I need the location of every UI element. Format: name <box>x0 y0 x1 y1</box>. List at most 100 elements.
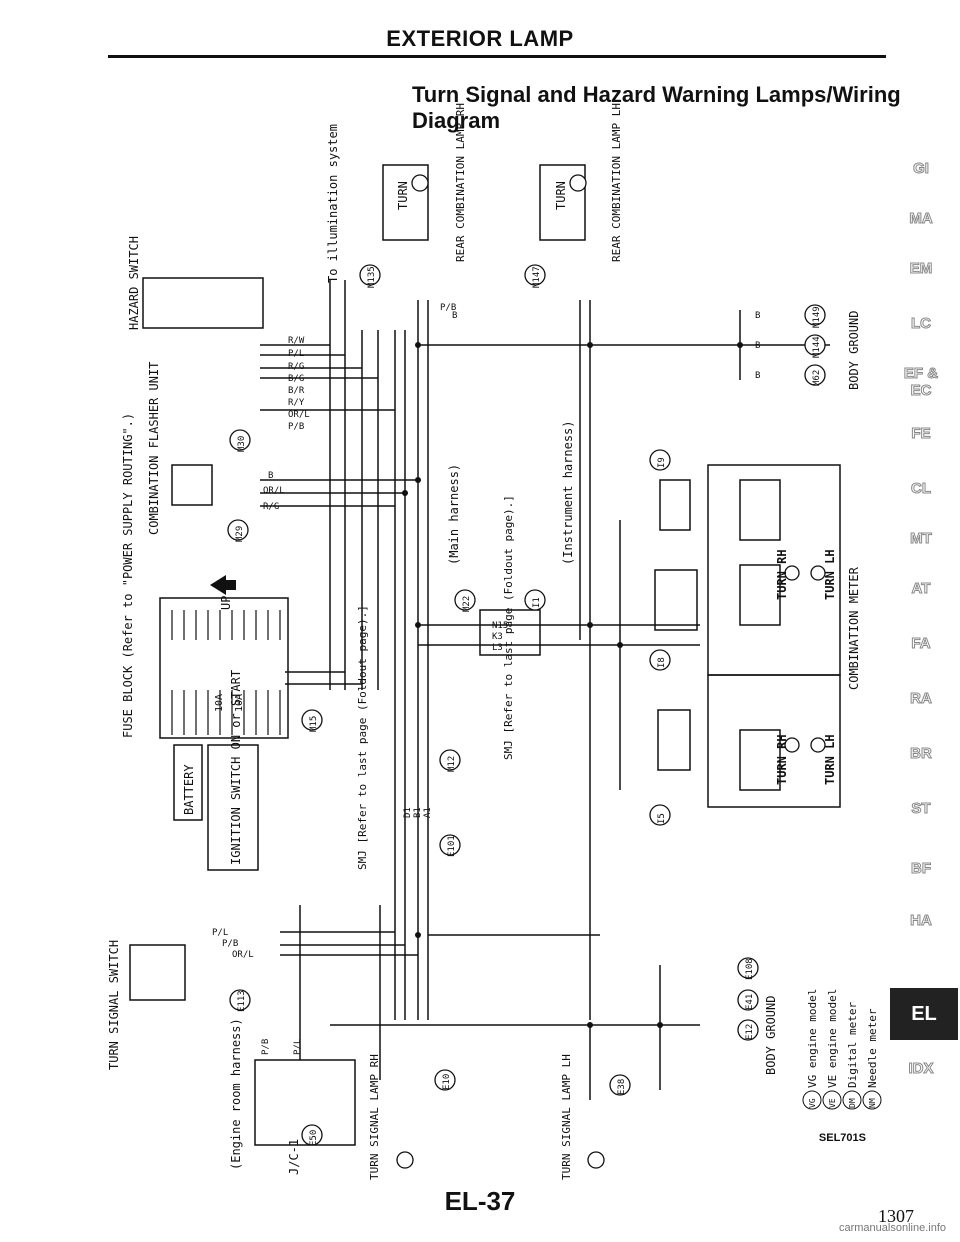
wire-rg-2: R/G <box>263 502 279 512</box>
wire-pl-3: P/L <box>293 1039 303 1055</box>
connector-e12: E12 <box>745 1024 755 1040</box>
engine-room-harness-label: (Engine room harness) <box>229 1018 243 1170</box>
fuse-10a-label-2: 10A <box>234 694 245 712</box>
wire-b-1: B <box>268 471 273 481</box>
wire-a1: A1 <box>423 807 433 818</box>
connector-labels: M135 M147 M30 M29 M149 M144 M62 I9 M22 I… <box>235 266 822 1146</box>
wire-b-gnd2: B <box>755 341 760 351</box>
wire-br: B/R <box>288 386 305 396</box>
connector-e101: E101 <box>447 835 457 857</box>
fuse-ladder <box>171 610 281 735</box>
index-tab-fa[interactable]: FA <box>911 635 931 653</box>
connector-m22: M22 <box>462 596 472 612</box>
wire-n15: N15 <box>492 621 508 631</box>
connector-m29: M29 <box>235 526 245 542</box>
connector-e41: E41 <box>745 994 755 1010</box>
connector-i5: I5 <box>657 813 667 824</box>
turn-lh-meter-2: TURN LH <box>823 734 837 785</box>
index-tab-br[interactable]: BR <box>910 745 933 763</box>
turn-rh-meter-1: TURN RH <box>775 549 789 600</box>
connector-i8: I8 <box>657 657 667 668</box>
connector-m135: M135 <box>367 266 377 288</box>
hazard-switch-label: HAZARD SWITCH <box>127 236 141 330</box>
index-tab-ra[interactable]: RA <box>910 690 933 708</box>
wire-orl-3: OR/L <box>232 950 254 960</box>
legend-dm-text: Digital meter <box>846 1002 859 1088</box>
connector-m15: M15 <box>309 716 319 732</box>
legend: VG VG engine model VE VE engine model DM… <box>802 989 882 1110</box>
wire-b-rh: B <box>452 311 457 321</box>
wire-b-gnd3: B <box>755 371 760 381</box>
connector-e38: E38 <box>617 1079 627 1095</box>
connector-circles <box>227 264 826 1146</box>
index-tab-ec[interactable]: EC <box>910 382 932 400</box>
wire-l3: L3 <box>492 643 503 653</box>
wire-pb-rh: P/B <box>440 303 456 313</box>
legend-nm-code: NM <box>868 1098 877 1108</box>
legend-dm-code: DM <box>848 1098 857 1108</box>
connector-m62: M62 <box>812 370 822 386</box>
wire-k3: K3 <box>492 632 503 642</box>
index-tab-lc[interactable]: LC <box>911 315 932 333</box>
legend-nm: NM Needle meter <box>862 1008 882 1110</box>
index-tab-ef[interactable]: EF & <box>903 365 939 383</box>
connector-e10: E10 <box>442 1074 452 1090</box>
wire-pl-2: P/L <box>212 928 228 938</box>
legend-dm: DM Digital meter <box>842 1002 862 1110</box>
connector-e108: E108 <box>745 958 755 980</box>
illumination-label: To illumination system <box>326 124 340 283</box>
legend-vg-code: VG <box>808 1098 817 1108</box>
connector-m144: M144 <box>812 336 822 358</box>
wiring-lines <box>260 280 830 1100</box>
smj-left-label: SMJ [Refer to last page (Foldout page).] <box>356 605 369 870</box>
lamp-bulbs <box>396 174 826 1169</box>
fuse-10a-label: 10A <box>214 694 225 712</box>
wire-b-gnd1: B <box>755 311 760 321</box>
connector-i1: I1 <box>532 597 542 608</box>
index-tab-ha[interactable]: HA <box>910 912 933 930</box>
turn-rh-meter-2: TURN RH <box>775 734 789 785</box>
connector-m147: M147 <box>532 266 542 288</box>
legend-vg-text: VG engine model <box>806 989 819 1088</box>
wire-orl-2: OR/L <box>263 486 285 496</box>
instrument-harness-label: (Instrument harness) <box>561 421 575 566</box>
index-tab-at[interactable]: AT <box>911 580 931 598</box>
index-tab-gi[interactable]: GI <box>913 160 930 178</box>
index-tab-bf[interactable]: BF <box>911 860 932 878</box>
index-tab-em[interactable]: EM <box>909 260 933 278</box>
wire-rw: R/W <box>288 336 305 346</box>
component-boxes <box>129 164 841 1146</box>
wire-d1: D1 <box>403 807 413 818</box>
connector-i9: I9 <box>657 457 667 468</box>
ignition-label: IGNITION SWITCH ON or START <box>229 670 243 865</box>
up-arrow-icon <box>210 575 226 595</box>
wire-pb-2: P/B <box>222 939 238 949</box>
wire-pl: P/L <box>288 349 304 359</box>
watermark: carmanualsonline.info <box>838 1222 946 1234</box>
index-tab-el[interactable]: EL <box>890 988 958 1040</box>
turn-lh-rear: TURN <box>554 181 568 210</box>
main-harness-label: (Main harness) <box>447 464 461 565</box>
turn-lh-meter-1: TURN LH <box>823 549 837 600</box>
index-tab-cl[interactable]: CL <box>911 480 932 498</box>
legend-vg: VG VG engine model <box>802 989 822 1110</box>
rear-rh-label: REAR COMBINATION LAMP RH <box>454 103 467 262</box>
junction-dots <box>402 342 743 1028</box>
connector-m12: M12 <box>447 756 457 772</box>
index-tab-ma[interactable]: MA <box>909 210 933 228</box>
index-tab-mt[interactable]: MT <box>910 530 933 548</box>
smj-right-label: SMJ [Refer to last page (Foldout page).] <box>502 495 515 760</box>
labels: HAZARD SWITCH To illumination system REA… <box>107 103 861 1180</box>
body-ground-label-top: BODY GROUND <box>847 311 861 390</box>
flasher-label: COMBINATION FLASHER UNIT <box>147 362 161 535</box>
turn-signal-lamp-rh-label: TURN SIGNAL LAMP RH <box>368 1054 381 1180</box>
index-tab-idx[interactable]: IDX <box>908 1060 934 1078</box>
page-label: EL-37 <box>444 1186 516 1216</box>
wire-pb: P/B <box>288 422 304 432</box>
index-tab-fe[interactable]: FE <box>911 425 931 443</box>
index-tab-st[interactable]: ST <box>911 800 931 818</box>
legend-ve-code: VE <box>828 1098 837 1108</box>
wire-labels: R/W P/L R/G B/G B/R R/Y OR/L P/B B P/B B… <box>212 303 760 1055</box>
wire-pb-3: P/B <box>261 1039 271 1055</box>
